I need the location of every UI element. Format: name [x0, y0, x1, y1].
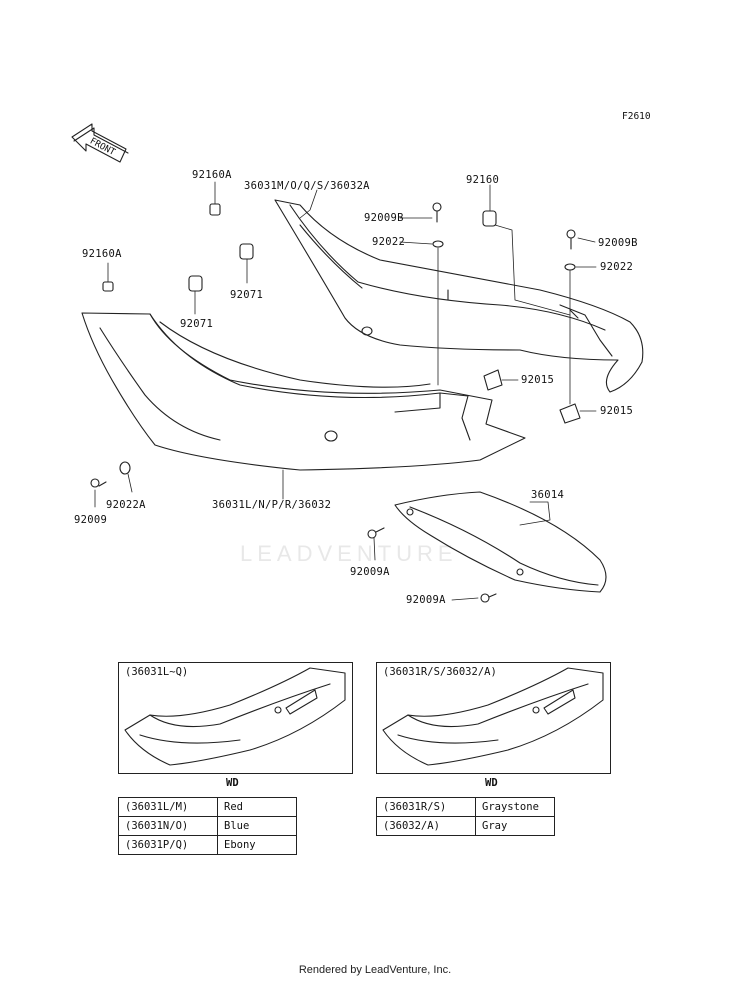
- washer-92022A: [119, 461, 131, 475]
- bolt-92009B-b: [566, 229, 576, 250]
- inset-left-wd: WD: [226, 777, 239, 789]
- bolt-92009A-a: [367, 527, 385, 539]
- callout-92009B-b: 92009B: [598, 237, 638, 249]
- color-name: Red: [217, 797, 297, 817]
- inset-right-title: (36031R/S/36032/A): [383, 666, 497, 678]
- grommet-92071-a: [239, 243, 254, 260]
- callout-92071-a: 92071: [230, 289, 264, 301]
- color-name: Blue: [217, 816, 297, 836]
- callout-92015-b: 92015: [600, 405, 634, 417]
- part-code: (36031R/S): [376, 797, 476, 817]
- rear-cover: [394, 491, 607, 593]
- washer-92022-b: [564, 263, 576, 271]
- table-row: (36031L/M) Red: [118, 797, 297, 817]
- callout-92009B-a: 92009B: [364, 212, 404, 224]
- callout-36014: 36014: [531, 489, 565, 501]
- table-row: (36031P/Q) Ebony: [118, 835, 297, 855]
- hardware: [90, 202, 581, 603]
- inset-right-wd: WD: [485, 777, 498, 789]
- color-table-left: (36031L/M) Red (36031N/O) Blue (36031P/Q…: [118, 797, 297, 855]
- table-row: (36032/A) Gray: [376, 816, 555, 836]
- clip-92015-a: [483, 369, 503, 391]
- callout-36031L: 36031L/N/P/R/36032: [212, 499, 332, 511]
- clip-92015-b: [559, 403, 581, 424]
- table-row: (36031R/S) Graystone: [376, 797, 555, 817]
- leader-lines: [94, 181, 597, 601]
- grommet-92160A-left: [102, 281, 114, 292]
- grommet-92160A-top: [209, 203, 221, 216]
- callout-92071-b: 92071: [180, 318, 214, 330]
- inset-right-drawing: [382, 667, 604, 766]
- color-table-right: (36031R/S) Graystone (36032/A) Gray: [376, 797, 555, 836]
- washer-92022-a: [432, 240, 444, 248]
- callout-92022-a: 92022: [372, 236, 406, 248]
- inset-left-title: (36031L~Q): [125, 666, 189, 678]
- callout-92160A-left: 92160A: [82, 248, 122, 260]
- table-row: (36031N/O) Blue: [118, 816, 297, 836]
- inset-left-drawing: [124, 667, 346, 766]
- grommet-92071-b: [188, 275, 203, 292]
- callout-92022-b: 92022: [600, 261, 634, 273]
- part-code: (36031N/O): [118, 816, 218, 836]
- part-code: (36032/A): [376, 816, 476, 836]
- callout-92160: 92160: [466, 174, 500, 186]
- callout-92015-a: 92015: [521, 374, 555, 386]
- bolt-92009B-a: [432, 202, 442, 223]
- bolt-92009A-b: [480, 593, 497, 603]
- color-name: Gray: [475, 816, 555, 836]
- bolt-92009: [90, 478, 107, 488]
- callout-36031M: 36031M/O/Q/S/36032A: [244, 180, 370, 192]
- part-code: (36031P/Q): [118, 835, 218, 855]
- footer-credit: Rendered by LeadVenture, Inc.: [298, 964, 452, 976]
- watermark: LEADVENTURE: [240, 541, 458, 566]
- front-arrow-icon: FRONT: [71, 123, 129, 163]
- inset-left-box: (36031L~Q): [118, 662, 353, 774]
- inset-right-box: (36031R/S/36032/A): [376, 662, 611, 774]
- color-name: Graystone: [475, 797, 555, 817]
- callout-92009: 92009: [74, 514, 108, 526]
- side-cover-upper: [274, 199, 644, 393]
- part-code: (36031L/M): [118, 797, 218, 817]
- callout-92009A-b: 92009A: [406, 594, 446, 606]
- side-cover-lower: [81, 312, 526, 471]
- grommet-92160: [482, 210, 497, 227]
- callout-92160A-top: 92160A: [192, 169, 232, 181]
- callout-92022A: 92022A: [106, 499, 146, 511]
- color-name: Ebony: [217, 835, 297, 855]
- figure-code: F2610: [622, 111, 651, 122]
- callout-92009A-a: 92009A: [350, 566, 390, 578]
